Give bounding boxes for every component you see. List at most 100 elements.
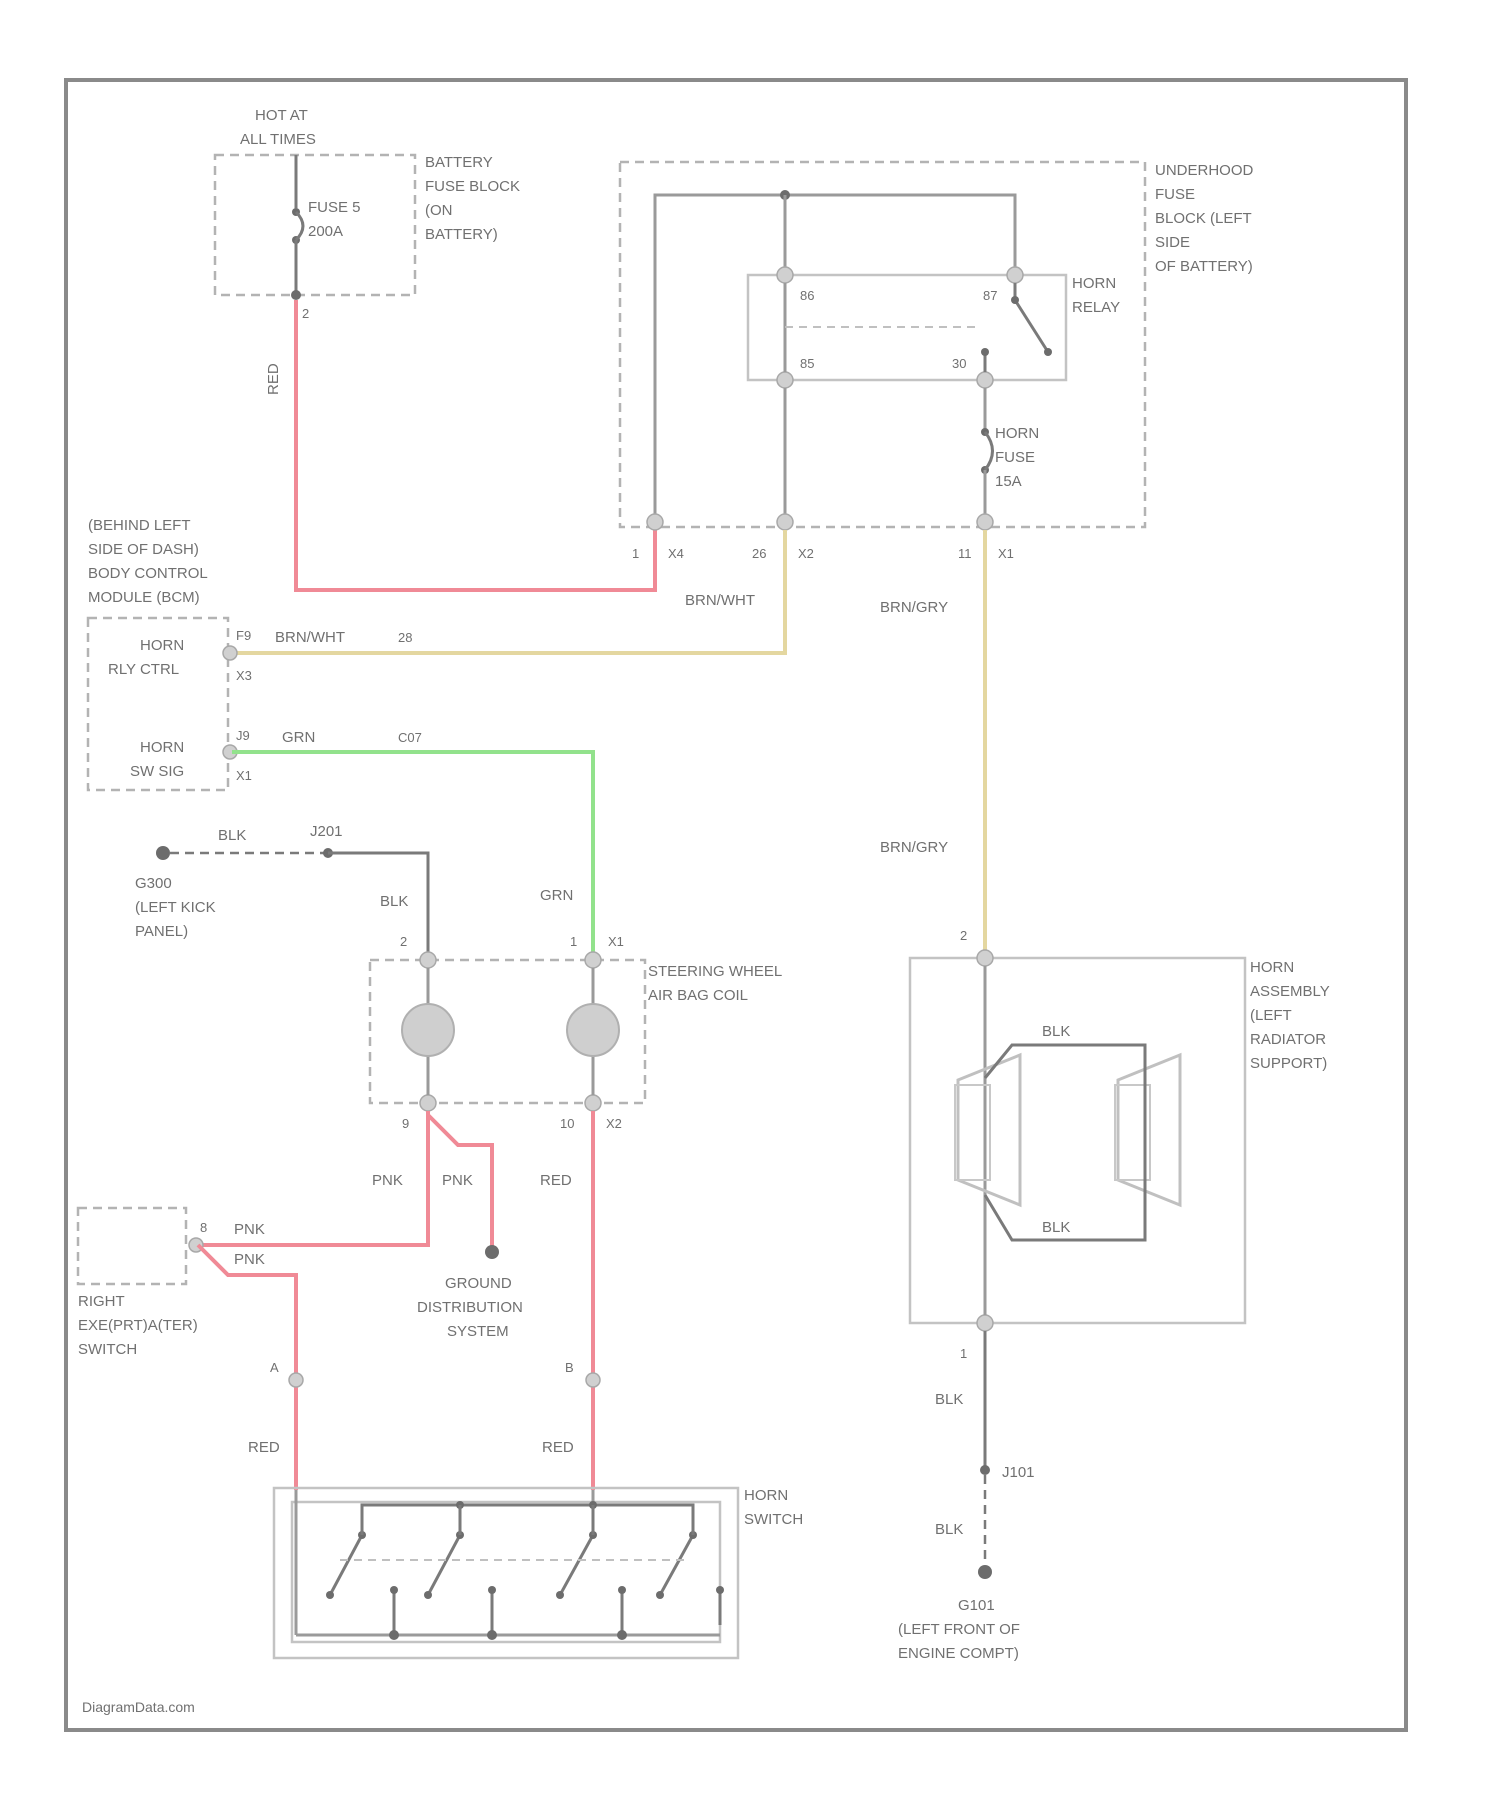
g101-blk-label-2: BLK	[935, 1521, 963, 1538]
bcm-label-4: MODULE (BCM)	[88, 589, 200, 606]
horn-switch-label-2: SWITCH	[744, 1511, 803, 1528]
horn-assembly-label-4: RADIATOR	[1250, 1031, 1326, 1048]
horn-sw-sig-2: SW SIG	[130, 763, 184, 780]
horn-sw-sig-1: HORN	[140, 739, 184, 756]
battery-fuse-block-label-1: BATTERY	[425, 154, 493, 171]
bcm-pin-28: 28	[398, 630, 412, 645]
horn-fuse-label-1: HORN	[995, 425, 1039, 442]
right-switch-pin-8: 8	[200, 1220, 207, 1235]
horn-relay	[748, 275, 1066, 380]
horn-blk-label-2: BLK	[1042, 1219, 1070, 1236]
battery-fuse-block-label-4: BATTERY)	[425, 226, 498, 243]
coil-pin-x2: X2	[606, 1116, 622, 1131]
horn-assembly: 2 1 BLK BLK HORN ASSEMBLY (LEFT RADIATOR…	[910, 928, 1330, 1361]
red-label-coil: RED	[540, 1172, 572, 1189]
battery-fuse-block-label-2: FUSE BLOCK	[425, 178, 520, 195]
coil-pin-x1: X1	[608, 934, 624, 949]
underhood-label-1: UNDERHOOD	[1155, 162, 1254, 179]
bcm-label-2: SIDE OF DASH)	[88, 541, 199, 558]
relay-pin-30: 30	[952, 356, 966, 371]
ground-dist-label-1: GROUND	[445, 1275, 512, 1292]
underhood-label-2: FUSE	[1155, 186, 1195, 203]
hot-label-2: ALL TIMES	[240, 131, 316, 148]
watermark: DiagramData.com	[82, 1699, 195, 1715]
g300-label-3: PANEL)	[135, 923, 188, 940]
bcm-pin-x3: X3	[236, 668, 252, 683]
relay-pin-87: 87	[983, 288, 997, 303]
battery-fuse-block: HOT AT ALL TIMES FUSE 5 200A BATTERY FUS…	[215, 107, 520, 395]
coil-label-2: AIR BAG COIL	[648, 987, 748, 1004]
underhood-fuse-block: UNDERHOOD FUSE BLOCK (LEFT SIDE OF BATTE…	[620, 162, 1254, 561]
pnk-label-4: PNK	[234, 1251, 265, 1268]
underhood-label-5: OF BATTERY)	[1155, 258, 1253, 275]
coil-label-1: STEERING WHEEL	[648, 963, 782, 980]
horn-relay-label-2: RELAY	[1072, 299, 1120, 316]
battery-pin-2: 2	[302, 306, 309, 321]
coil-pin-1: 1	[570, 934, 577, 949]
g101-label-2: (LEFT FRONT OF	[898, 1621, 1020, 1638]
right-switch: 8 RIGHT EXE(PRT)A(TER) SWITCH	[78, 1208, 207, 1358]
j201-label: J201	[310, 823, 343, 840]
bcm-pin-c07: C07	[398, 730, 422, 745]
ufb-pin-1: 1	[632, 546, 639, 561]
ufb-pin-x2: X2	[798, 546, 814, 561]
right-switch-label-1: RIGHT	[78, 1293, 125, 1310]
g101-label-3: ENGINE COMPT)	[898, 1645, 1019, 1662]
horn-rly-ctrl-1: HORN	[140, 637, 184, 654]
underhood-label-4: SIDE	[1155, 234, 1190, 251]
ground-g101: BLK J101 BLK G101 (LEFT FRONT OF ENGINE …	[898, 1331, 1035, 1662]
g300-blk-label: BLK	[218, 827, 246, 844]
brn-wht-label-1: BRN/WHT	[685, 592, 755, 609]
bcm-label-3: BODY CONTROL	[88, 565, 208, 582]
j101-label: J101	[1002, 1464, 1035, 1481]
g300-label-1: G300	[135, 875, 172, 892]
g101-blk-label-1: BLK	[935, 1391, 963, 1408]
bcm-pin-j9: J9	[236, 728, 250, 743]
horn-assembly-label-5: SUPPORT)	[1250, 1055, 1327, 1072]
horn-switch-pin-b: B	[565, 1360, 574, 1375]
red-label-a: RED	[248, 1439, 280, 1456]
g300-label-2: (LEFT KICK	[135, 899, 216, 916]
hot-label-1: HOT AT	[255, 107, 308, 124]
red-feed-wire	[296, 300, 655, 590]
g101-label-1: G101	[958, 1597, 995, 1614]
ground-g300: BLK J201 BLK G300 (LEFT KICK PANEL)	[135, 823, 428, 955]
horn-relay-label-1: HORN	[1072, 275, 1116, 292]
ufb-pin-x4: X4	[668, 546, 684, 561]
horn-switch-label-1: HORN	[744, 1487, 788, 1504]
battery-fuse-block-label-3: (ON	[425, 202, 453, 219]
steering-wheel-air-bag-coil: 2 1 X1 9 10 X2 STEERING WHEEL AIR BAG CO…	[370, 934, 782, 1131]
grn-label-1: GRN	[282, 729, 315, 746]
bcm-pin-f9: F9	[236, 628, 251, 643]
ufb-pin-26: 26	[752, 546, 766, 561]
pnk-label-2: PNK	[442, 1172, 473, 1189]
fuse5-label: FUSE 5	[308, 199, 361, 216]
pnk-label-1: PNK	[372, 1172, 403, 1189]
grn-label-2: GRN	[540, 887, 573, 904]
horn-pin-2: 2	[960, 928, 967, 943]
diagram-frame	[66, 80, 1406, 1730]
horn-switch-pin-a: A	[270, 1360, 279, 1375]
battery-wire-red: RED	[265, 363, 282, 395]
horn-pin-1: 1	[960, 1346, 967, 1361]
underhood-label-3: BLOCK (LEFT	[1155, 210, 1252, 227]
right-switch-overlap: EXE(PRT)A(TER)	[78, 1317, 198, 1334]
relay-pin-86: 86	[800, 288, 814, 303]
bcm-label-1: (BEHIND LEFT	[88, 517, 191, 534]
horn-assembly-label-1: HORN	[1250, 959, 1294, 976]
coil-pin-9: 9	[402, 1116, 409, 1131]
ufb-pin-x1: X1	[998, 546, 1014, 561]
pnk-wire-to-a	[198, 1245, 296, 1490]
horn-assembly-label-2: ASSEMBLY	[1250, 983, 1330, 1000]
coil-pin-2: 2	[400, 934, 407, 949]
bcm-pin-x1: X1	[236, 768, 252, 783]
ground-dist-label-3: SYSTEM	[447, 1323, 509, 1340]
horn-fuse-label-3: 15A	[995, 473, 1022, 490]
ufb-pin-11: 11	[958, 546, 972, 561]
horn-rly-ctrl-2: RLY CTRL	[108, 661, 179, 678]
horn-fuse-label-2: FUSE	[995, 449, 1035, 466]
horn-assembly-label-3: (LEFT	[1250, 1007, 1292, 1024]
brn-wht-label-2: BRN/WHT	[275, 629, 345, 646]
fuse5-rating: 200A	[308, 223, 343, 240]
